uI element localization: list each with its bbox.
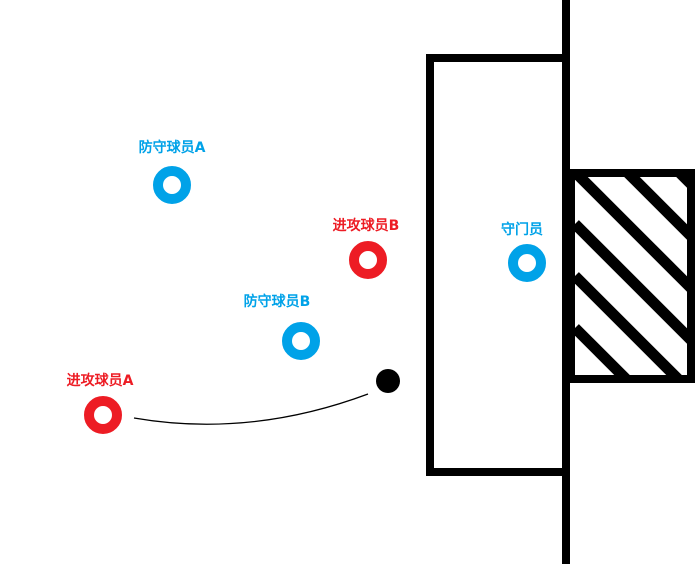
attacker-b-label: 进攻球员B: [333, 217, 400, 234]
goalkeeper-label: 守门员: [501, 221, 543, 238]
goalkeeper: 守门员: [501, 221, 546, 282]
ball-icon: [376, 369, 400, 393]
defender-b: 防守球员B: [244, 293, 320, 360]
attacker-a-marker: [84, 396, 122, 434]
defender-b-label: 防守球员B: [244, 293, 311, 310]
defender-a-label: 防守球员A: [139, 139, 206, 156]
goal-area-box: [426, 54, 570, 476]
defender-a-marker: [153, 166, 191, 204]
goal-net-hatch-icon: [575, 177, 691, 376]
defender-a: 防守球员A: [139, 139, 206, 204]
defender-b-marker: [282, 322, 320, 360]
attacker-a-label: 进攻球员A: [67, 372, 134, 389]
goal-net: [567, 169, 695, 383]
attacker-b: 进攻球员B: [333, 217, 400, 279]
attacker-b-marker: [349, 241, 387, 279]
attacker-a: 进攻球员A: [67, 372, 134, 434]
pass-trajectory: [133, 393, 369, 425]
goalkeeper-marker: [508, 244, 546, 282]
